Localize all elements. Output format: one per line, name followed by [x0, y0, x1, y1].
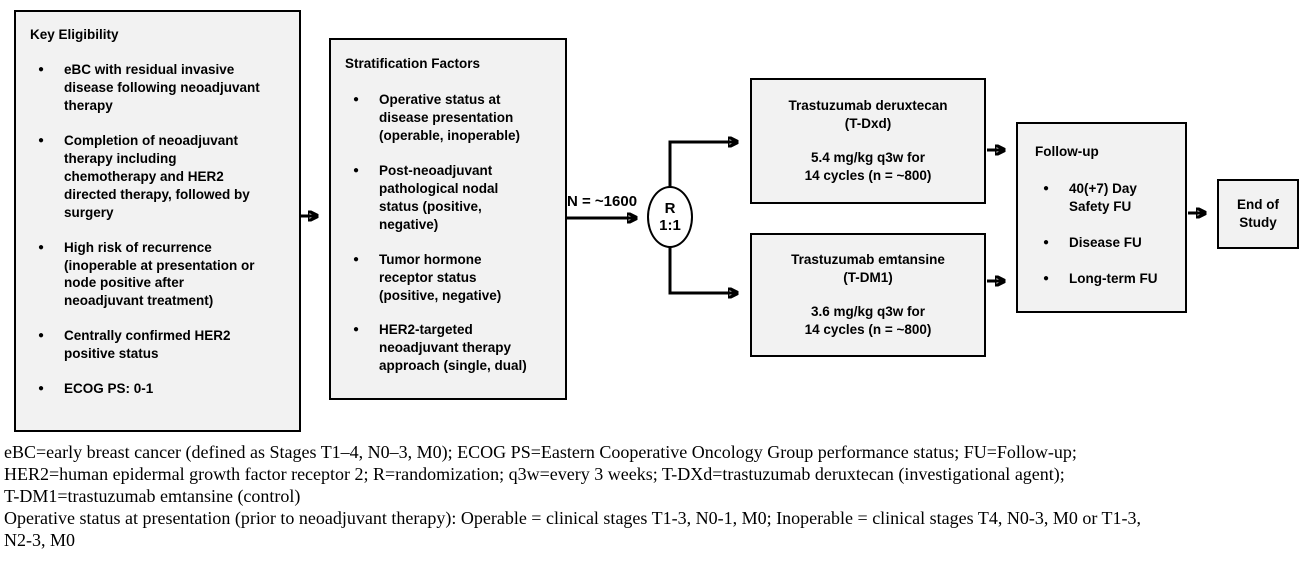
footnote-line: T-DM1=trastuzumab emtansine (control): [4, 486, 301, 506]
follow-up-title: Follow-up: [1035, 144, 1099, 159]
follow-up-box: Follow-up 40(+7) Day Safety FU Disease F…: [1016, 122, 1187, 313]
list-item: Centrally confirmed HER2 positive status: [30, 327, 291, 363]
key-eligibility-box: Key Eligibility eBC with residual invasi…: [14, 10, 301, 432]
list-item: Long-term FU: [1035, 270, 1179, 288]
arm-tdm1-name: Trastuzumab emtansine (T-DM1): [791, 252, 945, 286]
list-item: HER2-targeted neoadjuvant therapy approa…: [345, 321, 559, 375]
bullet-icon: [345, 321, 379, 339]
bullet-icon: [1035, 180, 1069, 198]
footnote-line: HER2=human epidermal growth factor recep…: [4, 464, 1065, 484]
bullet-icon: [30, 380, 64, 398]
list-item: 40(+7) Day Safety FU: [1035, 180, 1179, 216]
arm-tdxd-dose: 5.4 mg/kg q3w for 14 cycles (n = ~800): [804, 150, 932, 183]
end-of-study-box: End of Study: [1217, 179, 1299, 249]
bullet-icon: [345, 251, 379, 269]
bullet-icon: [30, 61, 64, 79]
randomization-letter: R: [664, 199, 676, 217]
bullet-icon: [345, 91, 379, 109]
arm-tdm1-dose: 3.6 mg/kg q3w for 14 cycles (n = ~800): [804, 304, 932, 337]
sample-size-label: N = ~1600: [567, 193, 638, 210]
stratification-title: Stratification Factors: [345, 56, 481, 71]
follow-up-list: 40(+7) Day Safety FU Disease FU Long-ter…: [1035, 180, 1179, 288]
list-item: Completion of neoadjuvant therapy includ…: [30, 132, 291, 222]
bullet-icon: [30, 327, 64, 345]
stratification-factors-box: Stratification Factors Operative status …: [329, 38, 567, 400]
bullet-icon: [1035, 270, 1069, 288]
key-eligibility-title: Key Eligibility: [30, 27, 119, 42]
randomization-ratio: 1:1: [659, 217, 681, 234]
footnote-line: eBC=early breast cancer (defined as Stag…: [4, 442, 1077, 462]
list-item: Disease FU: [1035, 234, 1179, 252]
arrow-randomization-to-arm-top: [668, 142, 737, 190]
list-item: Post-neoadjuvant pathological nodal stat…: [345, 162, 559, 234]
key-eligibility-list: eBC with residual invasive disease follo…: [30, 61, 291, 398]
list-item: eBC with residual invasive disease follo…: [30, 61, 291, 115]
list-item: ECOG PS: 0-1: [30, 380, 291, 398]
bullet-icon: [345, 162, 379, 180]
bullet-icon: [30, 132, 64, 150]
list-item: High risk of recurrence (inoperable at p…: [30, 239, 291, 311]
arrow-randomization-to-arm-bottom: [668, 245, 737, 293]
arm-tdxd-name: Trastuzumab deruxtecan (T-Dxd): [788, 98, 948, 132]
end-of-study-label: End of Study: [1237, 197, 1279, 230]
footnotes: eBC=early breast cancer (defined as Stag…: [4, 441, 1301, 551]
bullet-icon: [30, 239, 64, 257]
list-item: Tumor hormone receptor status (positive,…: [345, 251, 559, 305]
stratification-list: Operative status at disease presentation…: [345, 91, 559, 375]
list-item: Operative status at disease presentation…: [345, 91, 559, 145]
arm-tdm1-box: Trastuzumab emtansine (T-DM1) 3.6 mg/kg …: [750, 233, 986, 357]
randomization-circle: R 1:1: [647, 186, 693, 248]
footnote-line: Operative status at presentation (prior …: [4, 508, 1141, 528]
footnote-line: N2-3, M0: [4, 530, 75, 550]
bullet-icon: [1035, 234, 1069, 252]
arm-tdxd-box: Trastuzumab deruxtecan (T-Dxd) 5.4 mg/kg…: [750, 78, 986, 204]
